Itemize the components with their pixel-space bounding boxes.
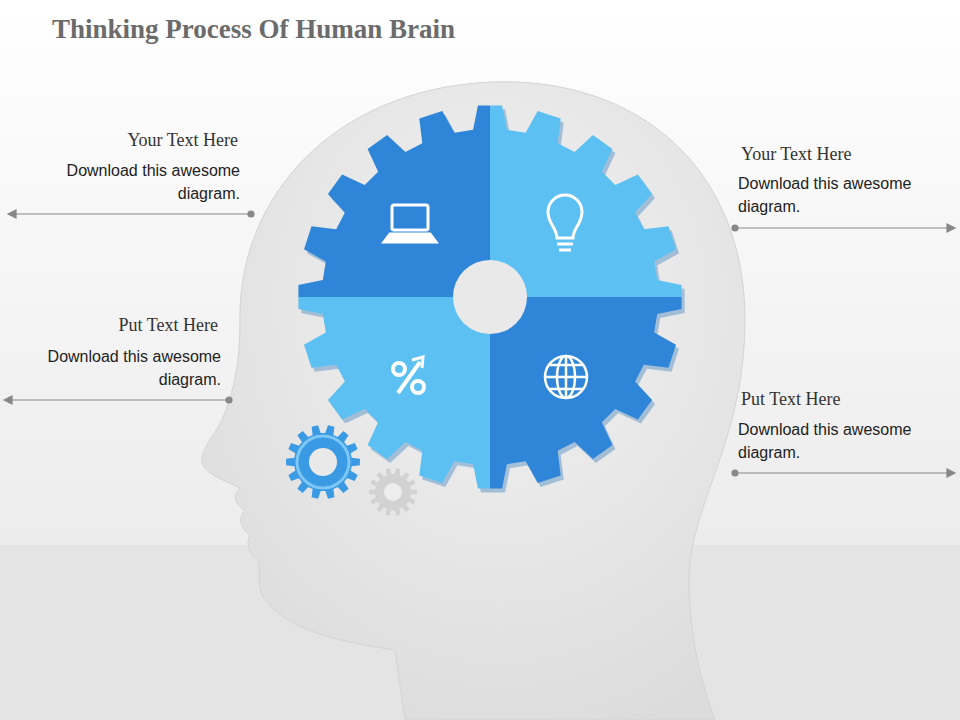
callout-heading: Put Text Here — [741, 389, 840, 410]
small-gear — [369, 468, 417, 516]
callout-body: Download this awesome diagram. — [6, 345, 221, 391]
callout-heading: Your Text Here — [127, 130, 238, 151]
callout-heading: Put Text Here — [119, 315, 218, 336]
percent-icon — [393, 357, 424, 393]
head-silhouette — [202, 82, 745, 720]
slide-title: Thinking Process Of Human Brain — [52, 14, 455, 45]
bulb-icon — [548, 195, 582, 250]
leader-line — [4, 210, 955, 477]
small-gear — [286, 425, 360, 498]
laptop-icon — [384, 205, 436, 242]
callout-body: Download this awesome diagram. — [738, 172, 953, 218]
callout-body: Download this awesome diagram. — [738, 418, 953, 464]
callout-body: Download this awesome diagram. — [25, 159, 240, 205]
globe-icon — [545, 356, 587, 398]
callout-heading: Your Text Here — [741, 144, 852, 165]
brain-gear — [280, 90, 700, 507]
